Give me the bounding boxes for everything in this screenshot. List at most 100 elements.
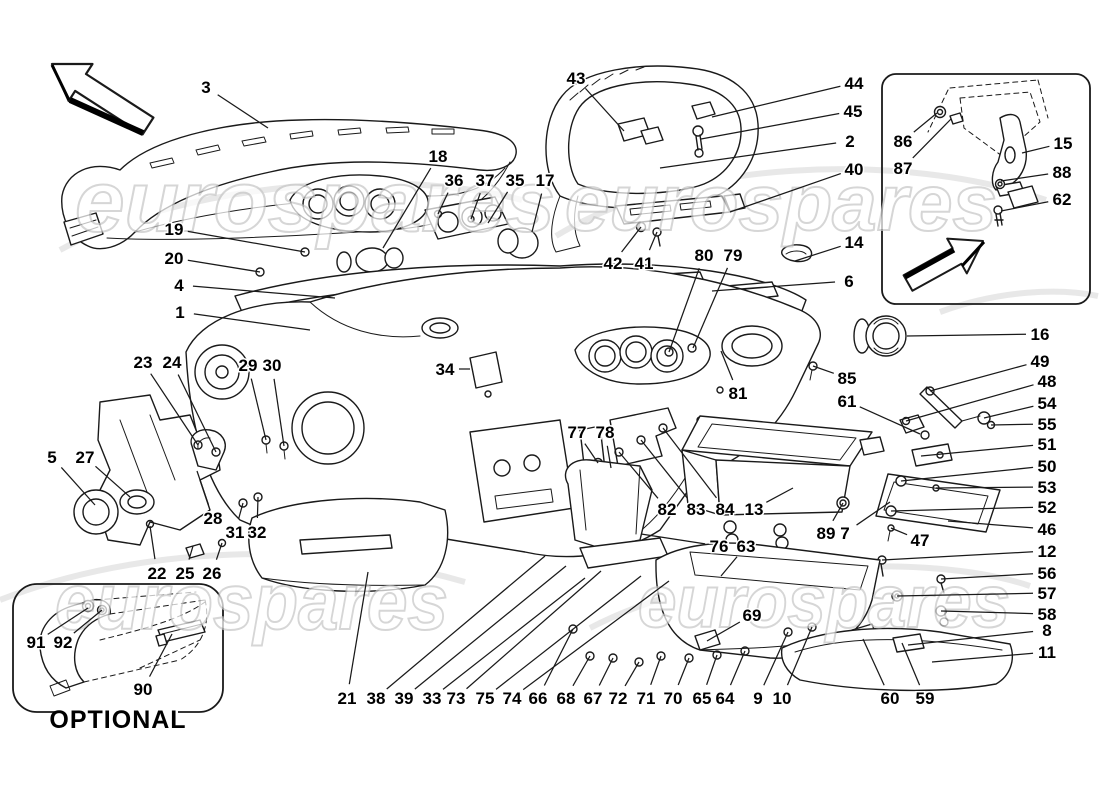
part-label-46[interactable]: 46	[947, 519, 1058, 541]
part-label-3[interactable]: 3	[200, 77, 269, 129]
leader-line	[386, 555, 546, 690]
part-label-19[interactable]: 19	[163, 219, 306, 253]
part-label-92[interactable]: 92	[52, 609, 103, 654]
part-label-54[interactable]: 54	[983, 393, 1058, 419]
part-label-78[interactable]: 78	[594, 422, 616, 469]
part-label-9[interactable]: 9	[752, 631, 789, 710]
part-label-75[interactable]: 75	[474, 575, 642, 710]
part-label-57[interactable]: 57	[896, 583, 1058, 605]
part-label-32[interactable]: 32	[246, 496, 268, 544]
part-label-31[interactable]: 31	[224, 502, 246, 544]
part-label-72[interactable]: 72	[607, 661, 640, 710]
part-label-88[interactable]: 88	[1000, 162, 1073, 184]
part-label-5[interactable]: 5	[46, 447, 96, 506]
part-label-12[interactable]: 12	[881, 541, 1058, 563]
part-label-81[interactable]: 81	[720, 350, 749, 405]
part-label-38[interactable]: 38	[365, 555, 546, 710]
part-label-49[interactable]: 49	[929, 351, 1051, 392]
part-label-48[interactable]: 48	[905, 371, 1058, 422]
part-label-91[interactable]: 91	[25, 607, 89, 654]
part-label-58[interactable]: 58	[940, 604, 1058, 626]
part-label-79[interactable]: 79	[692, 245, 744, 349]
part-label-4[interactable]: 4	[173, 275, 336, 299]
part-label-74[interactable]: 74	[501, 580, 670, 710]
part-label-52[interactable]: 52	[890, 497, 1058, 519]
part-label-42[interactable]: 42	[602, 226, 642, 275]
part-label-28[interactable]: 28	[196, 470, 224, 530]
part-label-86[interactable]: 86	[892, 112, 938, 153]
part-label-70[interactable]: 70	[662, 657, 690, 710]
part-label-33[interactable]: 33	[421, 577, 586, 710]
part-label-56[interactable]: 56	[940, 563, 1058, 585]
part-label-30[interactable]: 30	[261, 355, 285, 447]
part-label-14[interactable]: 14	[794, 232, 865, 262]
part-label-41[interactable]: 41	[633, 231, 658, 275]
part-number: 57	[1038, 584, 1057, 603]
part-label-17[interactable]: 17	[531, 170, 556, 233]
part-label-21[interactable]: 21	[336, 571, 369, 710]
part-label-73[interactable]: 73	[445, 570, 602, 710]
part-label-77[interactable]: 77	[566, 422, 599, 464]
part-label-87[interactable]: 87	[892, 118, 952, 180]
part-label-29[interactable]: 29	[237, 355, 267, 441]
part-number: 79	[724, 246, 743, 265]
part-label-67[interactable]: 67	[582, 657, 614, 710]
part-label-15[interactable]: 15	[1021, 133, 1074, 155]
leader-line	[60, 467, 96, 506]
part-label-1[interactable]: 1	[174, 302, 311, 331]
part-label-37[interactable]: 37	[470, 170, 496, 220]
part-label-23[interactable]: 23	[132, 352, 199, 446]
part-number: 52	[1038, 498, 1057, 517]
part-label-63[interactable]: 63	[720, 536, 757, 577]
part-label-24[interactable]: 24	[161, 352, 217, 453]
part-number: 45	[844, 102, 863, 121]
part-label-66[interactable]: 66	[527, 628, 574, 710]
part-label-44[interactable]: 44	[711, 73, 865, 118]
part-label-43[interactable]: 43	[565, 68, 625, 132]
part-label-39[interactable]: 39	[393, 565, 567, 710]
part-label-62[interactable]: 62	[1000, 189, 1073, 212]
part-label-61[interactable]: 61	[836, 391, 921, 435]
part-label-59[interactable]: 59	[901, 642, 936, 710]
part-label-76[interactable]: 76	[640, 533, 730, 558]
leader-line	[95, 465, 131, 498]
part-label-2[interactable]: 2	[659, 131, 856, 169]
part-label-83[interactable]: 83	[640, 439, 707, 521]
part-label-53[interactable]: 53	[935, 477, 1058, 499]
part-label-20[interactable]: 20	[163, 248, 261, 273]
part-label-40[interactable]: 40	[729, 159, 865, 213]
part-label-25[interactable]: 25	[174, 545, 196, 585]
part-label-36[interactable]: 36	[437, 170, 465, 215]
part-label-64[interactable]: 64	[714, 650, 746, 710]
part-label-11[interactable]: 11	[931, 642, 1057, 664]
part-label-69[interactable]: 69	[706, 605, 763, 642]
part-label-84[interactable]: 84	[662, 427, 736, 521]
part-label-8[interactable]: 8	[907, 620, 1053, 646]
part-label-90[interactable]: 90	[132, 633, 173, 701]
part-label-10[interactable]: 10	[771, 626, 813, 710]
part-label-65[interactable]: 65	[691, 654, 718, 710]
part-label-80[interactable]: 80	[668, 245, 715, 353]
part-label-85[interactable]: 85	[812, 365, 858, 390]
part-label-50[interactable]: 50	[900, 456, 1058, 482]
part-label-26[interactable]: 26	[201, 542, 223, 585]
part-label-47[interactable]: 47	[890, 527, 931, 552]
part-number: 18	[429, 147, 448, 166]
part-label-71[interactable]: 71	[635, 655, 662, 710]
part-label-82[interactable]: 82	[618, 451, 678, 521]
part-label-51[interactable]: 51	[920, 434, 1058, 457]
part-label-34[interactable]: 34	[434, 359, 470, 381]
part-label-18[interactable]: 18	[382, 146, 449, 249]
part-label-27[interactable]: 27	[74, 447, 131, 498]
part-label-60[interactable]: 60	[862, 638, 901, 710]
part-label-45[interactable]: 45	[700, 101, 864, 140]
part-label-22[interactable]: 22	[146, 525, 168, 585]
part-label-7[interactable]: 7	[839, 501, 891, 545]
part-label-16[interactable]: 16	[906, 324, 1051, 346]
part-label-55[interactable]: 55	[990, 414, 1058, 436]
part-label-35[interactable]: 35	[487, 170, 526, 224]
part-label-13[interactable]: 13	[743, 487, 794, 521]
part-label-6[interactable]: 6	[711, 271, 855, 293]
part-label-68[interactable]: 68	[555, 655, 591, 710]
part-label-89[interactable]: 89	[815, 502, 844, 545]
